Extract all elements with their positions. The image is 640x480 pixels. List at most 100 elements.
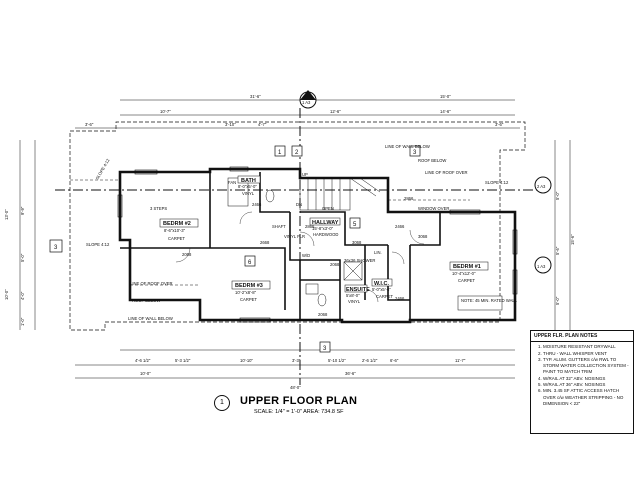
- svg-text:2668: 2668: [260, 240, 270, 245]
- section-marker-right: 2 A3: [534, 176, 552, 194]
- svg-text:BEDRM #2: BEDRM #2: [163, 221, 191, 227]
- svg-text:4'-0": 4'-0": [20, 291, 25, 300]
- section-marker-right-2: 1 A3: [534, 256, 552, 274]
- svg-text:5'-0": 5'-0": [20, 253, 25, 262]
- svg-text:2466: 2466: [395, 224, 405, 229]
- steps-label: 3 STEPS: [150, 206, 167, 211]
- svg-text:HARDWOOD: HARDWOOD: [313, 232, 338, 237]
- svg-text:BEDRM #3: BEDRM #3: [235, 283, 263, 289]
- dn-label: DN: [296, 202, 302, 207]
- keynote-5: 5: [353, 222, 357, 228]
- svg-text:6'-6": 6'-6": [390, 358, 399, 363]
- svg-text:2068: 2068: [182, 252, 192, 257]
- keynote-3-bottom: 3: [323, 346, 327, 352]
- dimension-lines: [19, 99, 571, 379]
- room-bdrm3: BEDRM #3 10'-2"x8'-8" CARPET: [231, 280, 271, 302]
- note-roof-below-top: ROOF BELOW: [418, 158, 446, 163]
- svg-text:3'-6": 3'-6": [495, 122, 504, 127]
- svg-text:5'-0": 5'-0": [555, 191, 560, 200]
- svg-text:10'-4"x12'-0": 10'-4"x12'-0": [452, 271, 476, 276]
- vinyl-flr-label: VINYL FLR: [284, 234, 305, 239]
- svg-text:CARPET: CARPET: [376, 294, 393, 299]
- slope-note-c: SLOPE 4:12: [485, 180, 509, 185]
- svg-text:8'-0"x5'-0": 8'-0"x5'-0": [238, 184, 257, 189]
- svg-text:36'-6": 36'-6": [345, 371, 356, 376]
- svg-text:15'-6": 15'-6": [570, 234, 575, 245]
- up-label: UP: [302, 172, 308, 177]
- slope-note-b: SLOPE 4:12: [86, 242, 110, 247]
- svg-text:NOTE: 45 MIN. RATED WALL: NOTE: 45 MIN. RATED WALL: [461, 298, 518, 303]
- roof-over-lines: [70, 179, 470, 286]
- svg-text:2 A3: 2 A3: [537, 184, 546, 189]
- plan-note-item: W/RAIL AT 32" ABV. NOSINGS: [543, 376, 633, 382]
- note-window-over: WINDOW OVER: [418, 206, 449, 211]
- room-wic: W.I.C. 5'-0"x5'-6" CARPET: [371, 278, 393, 299]
- svg-text:11'-7": 11'-7": [455, 358, 466, 363]
- svg-text:10'-2"x8'-8": 10'-2"x8'-8": [235, 290, 257, 295]
- svg-text:2068: 2068: [330, 262, 340, 267]
- shaft-label: SHAFT: [272, 224, 286, 229]
- svg-text:2'-6 1/2": 2'-6 1/2": [362, 358, 378, 363]
- svg-text:48'-0": 48'-0": [290, 385, 301, 390]
- svg-text:3'-6": 3'-6": [85, 122, 94, 127]
- room-bdrm1: BEDRM #1 10'-4"x12'-0" CARPET: [449, 261, 489, 283]
- washer-dryer-label: W/D: [302, 253, 310, 258]
- keynote-3: 3: [413, 150, 417, 156]
- fixtures: [227, 177, 363, 307]
- stair-treads: [299, 177, 381, 211]
- svg-text:1 A3: 1 A3: [302, 100, 311, 105]
- drawing-title: UPPER FLOOR PLAN: [240, 395, 358, 407]
- svg-text:3'-10": 3'-10": [225, 122, 236, 127]
- svg-text:2466: 2466: [252, 202, 262, 207]
- svg-text:31'-6": 31'-6": [250, 94, 261, 99]
- keynote-tags: [49, 145, 421, 353]
- svg-text:1 A3: 1 A3: [537, 264, 546, 269]
- svg-text:8'-6"x10'-3": 8'-6"x10'-3": [164, 228, 186, 233]
- room-ensuite: ENSUITE 5'x8'-0" VINYL: [344, 284, 370, 304]
- keynote-1: 1: [278, 150, 282, 156]
- svg-text:VINYL: VINYL: [242, 191, 255, 196]
- dimension-labels: 31'-6" 15'-0" 10'-7" 3'-6" 12'-6" 14'-6"…: [4, 94, 575, 390]
- svg-text:BEDRM #1: BEDRM #1: [453, 264, 481, 270]
- svg-text:5'x8'-0": 5'x8'-0": [346, 293, 360, 298]
- plan-note-item: THRU - WALL WHISPER VENT: [543, 351, 633, 357]
- svg-text:2068: 2068: [318, 312, 328, 317]
- svg-text:3068: 3068: [352, 240, 362, 245]
- svg-text:3'-3": 3'-3": [292, 358, 301, 363]
- svg-text:5'-0"x5'-6": 5'-0"x5'-6": [372, 287, 391, 292]
- svg-text:2866: 2866: [404, 196, 414, 201]
- svg-text:CARPET: CARPET: [168, 236, 185, 241]
- plan-note-item: W/RAIL AT 36" ABV. NOSINGS: [543, 382, 633, 388]
- note-roof-below-left: ROOF BELOW: [132, 298, 160, 303]
- svg-text:BATH: BATH: [241, 178, 256, 184]
- plan-note-item: MOISTURE RESISTANT DRYWALL: [543, 344, 633, 350]
- note-line-roof-over-top: LINE OF ROOF OVER: [425, 170, 468, 175]
- svg-text:CARPET: CARPET: [240, 297, 257, 302]
- room-bdrm2: BEDRM #2 8'-6"x10'-3" CARPET: [159, 218, 199, 241]
- note-line-wall-below-left: LINE OF WALL BELOW: [128, 316, 173, 321]
- svg-text:1'-0": 1'-0": [20, 317, 25, 326]
- svg-text:HALLWAY: HALLWAY: [312, 220, 339, 226]
- plan-note-item: MIN. 3.45 SF ATTIC ACCESS HATCH OVER c/w…: [543, 388, 633, 407]
- drawing-scale: SCALE: 1/4" = 1'-0" AREA: 734.8 SF: [254, 409, 344, 415]
- svg-text:14'-6": 14'-6": [440, 109, 451, 114]
- svg-text:5'-6": 5'-6": [555, 246, 560, 255]
- svg-text:4'-7": 4'-7": [258, 122, 267, 127]
- svg-text:9'-9": 9'-9": [20, 206, 25, 215]
- section-marker-top: 1 A3: [299, 90, 317, 109]
- open-label: OPEN: [322, 206, 334, 211]
- windows: [117, 166, 518, 323]
- svg-text:W.I.C.: W.I.C.: [374, 281, 389, 287]
- plan-notes-box: UPPER FLR. PLAN NOTES MOISTURE RESISTANT…: [530, 330, 634, 434]
- room-bath: BATH 8'-0"x5'-0" VINYL: [237, 175, 261, 196]
- svg-text:15'-8"x3'-0": 15'-8"x3'-0": [312, 226, 334, 231]
- plan-notes-title: UPPER FLR. PLAN NOTES: [531, 331, 633, 343]
- keynote-2: 2: [295, 150, 299, 156]
- plan-notes-list: MOISTURE RESISTANT DRYWALL THRU - WALL W…: [531, 344, 633, 407]
- svg-text:13'-0": 13'-0": [4, 209, 9, 220]
- fire-rated-note: NOTE: 45 MIN. RATED WALL: [457, 295, 518, 311]
- svg-text:5'-0": 5'-0": [555, 296, 560, 305]
- shower-label: 36x36 SHOWER: [344, 258, 375, 263]
- svg-text:10'-10": 10'-10": [240, 358, 254, 363]
